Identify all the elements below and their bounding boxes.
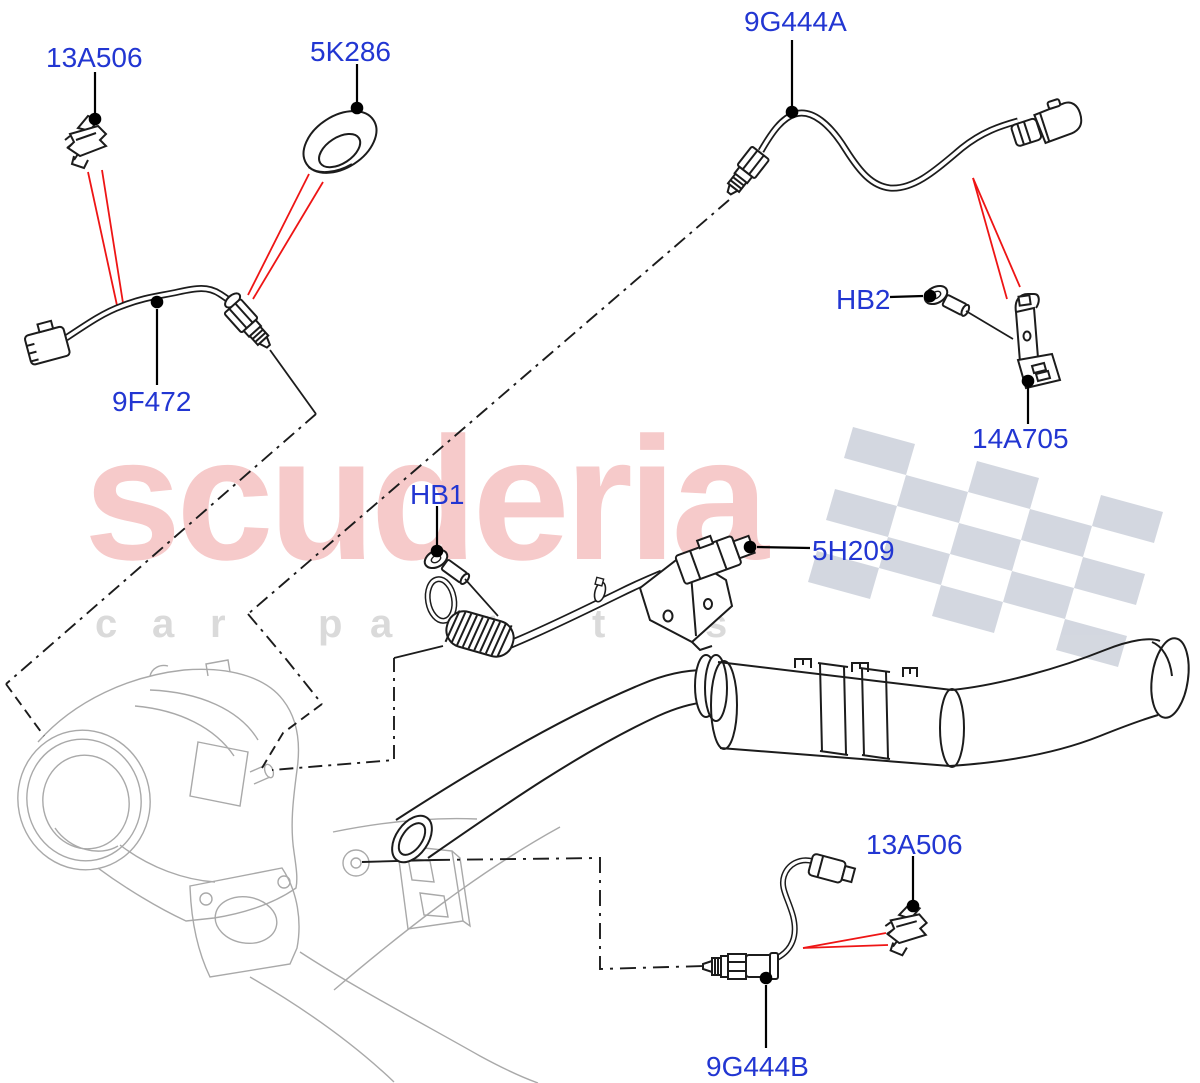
part-label-13a506-rear[interactable]: 13A506 (866, 829, 963, 860)
oxygen-sensor-9f472-drawing (23, 285, 317, 415)
watermark-letter: p (318, 602, 343, 646)
part-label-hb1[interactable]: HB1 (410, 479, 465, 510)
pipe-bracket-reference-drawing (342, 844, 471, 930)
part-label-hb2[interactable]: HB2 (836, 284, 891, 315)
turbocharger-reference-drawing (17, 659, 561, 1083)
retaining-clip-13a506-front-drawing (64, 115, 107, 169)
part-label-14a705[interactable]: 14A705 (972, 423, 1069, 454)
hb2-bolt-drawing (923, 284, 1014, 340)
oxygen-sensor-9g444a-drawing (726, 98, 1083, 196)
watermark-letter: c (95, 602, 118, 646)
retaining-clip-13a506-rear-drawing (882, 901, 929, 958)
checkered-flag-watermark (808, 427, 1163, 667)
part-label-5h209[interactable]: 5H209 (812, 535, 895, 566)
bracket-14a705-drawing (1014, 293, 1062, 390)
part-label-5k286[interactable]: 5K286 (310, 36, 391, 67)
part-label-9g444a[interactable]: 9G444A (744, 6, 847, 37)
watermark-letter: r (210, 602, 226, 646)
watermark-letter: t (592, 602, 606, 646)
leader-dash-lines (5, 199, 730, 970)
label-leader-lines (88, 40, 1035, 1048)
watermark-letter: a (370, 602, 393, 646)
downpipe-drawing (391, 637, 1190, 864)
part-label-9g444b[interactable]: 9G444B (706, 1051, 809, 1082)
watermark-letter: a (152, 602, 175, 646)
oxygen-sensor-9g444b-drawing (702, 853, 857, 980)
part-label-13a506-front[interactable]: 13A506 (46, 42, 143, 73)
part-label-9f472[interactable]: 9F472 (112, 386, 192, 417)
sampling-tube-5h209-drawing (423, 534, 756, 658)
grommet-5k286-drawing (302, 110, 378, 174)
red-pointer-lines (87, 169, 1021, 949)
